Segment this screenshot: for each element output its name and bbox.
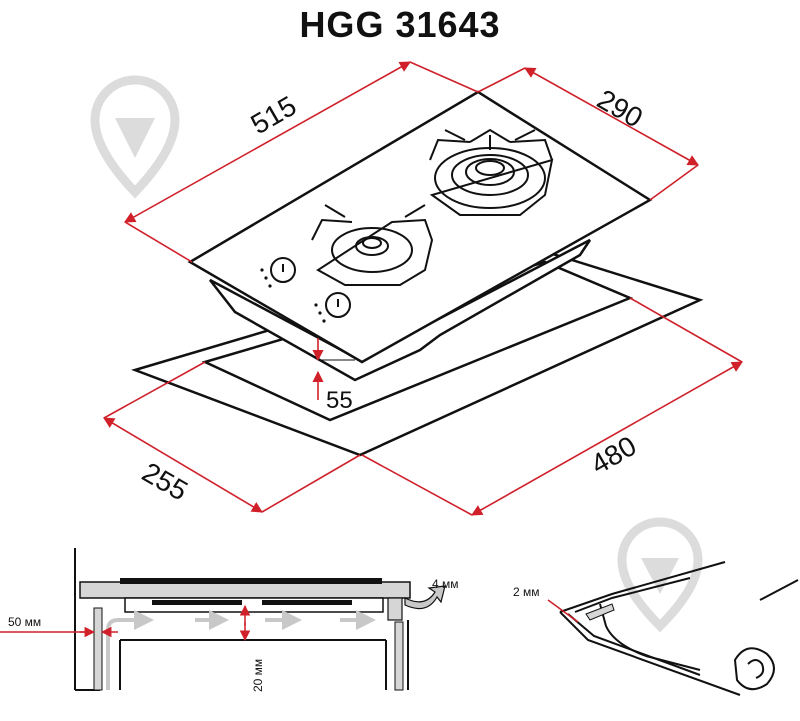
control-knob-markers: [260, 268, 326, 323]
label-4mm: 4 мм: [432, 577, 459, 591]
seal-detail: [559, 561, 799, 696]
dimension-290: [477, 67, 699, 201]
control-knob-icon: [270, 257, 351, 318]
dimension-label-480: 480: [586, 430, 642, 480]
page-title: HGG 31643: [299, 4, 501, 45]
seal-gasket: [585, 603, 615, 621]
cabinet-cross-section: [74, 548, 409, 691]
countertop: [79, 578, 411, 621]
label-2mm: 2 мм: [513, 585, 540, 599]
dimension-2mm: [547, 599, 579, 623]
watermark-shield-icon: [90, 75, 180, 199]
dimension-label-55: 55: [326, 387, 353, 414]
label-50mm: 50 мм: [8, 615, 41, 629]
airflow-arrow-icon: [106, 610, 376, 690]
dimension-480: [361, 297, 743, 516]
exhaust-arrow-icon: [404, 585, 446, 610]
dimension-label-515: 515: [246, 90, 302, 140]
dimension-label-290: 290: [592, 83, 648, 133]
cabinet-panels: [93, 607, 404, 691]
dimension-label-255: 255: [137, 456, 193, 506]
watermark-shield-icon: [617, 517, 703, 633]
dimension-55: [312, 338, 355, 400]
dimension-515: [124, 61, 479, 263]
burner-icon: [429, 128, 554, 216]
dimension-255: [103, 361, 361, 513]
label-20mm: 20 мм: [251, 659, 265, 692]
